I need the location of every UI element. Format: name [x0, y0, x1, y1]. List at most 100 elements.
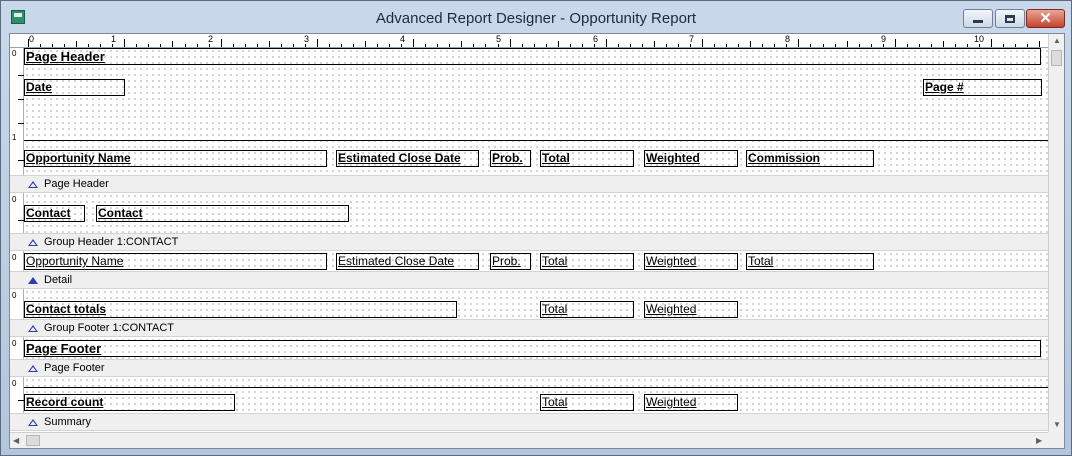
triangle-up-icon[interactable]: [28, 277, 38, 284]
ruler-tick: [18, 99, 24, 100]
ruler-tick: [690, 44, 692, 47]
horizontal-scroll-thumb[interactable]: [26, 435, 40, 446]
ruler-number: 0: [12, 49, 17, 58]
triangle-up-icon[interactable]: [28, 181, 38, 188]
summary-total-field[interactable]: Total: [540, 394, 634, 411]
detail-section-bar[interactable]: Detail: [10, 271, 1048, 289]
ruler-tick: [991, 39, 992, 47]
total-field[interactable]: Total: [540, 253, 634, 270]
date-field[interactable]: Date: [24, 79, 125, 96]
ruler-tick: [437, 44, 439, 47]
page-footer-title-field[interactable]: Page Footer: [24, 340, 1041, 357]
report-designer-icon[interactable]: [11, 10, 25, 24]
weighted-header-field[interactable]: Weighted: [644, 150, 738, 167]
total-header-field[interactable]: Total: [540, 150, 634, 167]
contact-value-field[interactable]: Contact: [96, 205, 349, 222]
group-footer-section-bar[interactable]: Group Footer 1:CONTACT: [10, 319, 1048, 337]
estimated-close-date-header-field[interactable]: Estimated Close Date: [336, 150, 479, 167]
ruler-tick: [18, 123, 24, 124]
ruler-tick: [738, 44, 740, 47]
triangle-up-icon[interactable]: [28, 239, 38, 246]
maximize-button[interactable]: [995, 9, 1025, 28]
ruler-tick: [76, 41, 78, 47]
vertical-ruler: 0: [10, 337, 24, 359]
scroll-left-arrow-icon[interactable]: ◀: [13, 436, 20, 445]
group-header-section-bar[interactable]: Group Header 1:CONTACT: [10, 233, 1048, 251]
ruler-tick: [521, 44, 523, 47]
page-footer-band[interactable]: 0 Page Footer: [10, 337, 1048, 359]
page-footer-section-bar[interactable]: Page Footer: [10, 359, 1048, 377]
ruler-tick: [702, 39, 704, 47]
weighted-field[interactable]: Weighted: [644, 253, 738, 270]
scroll-up-arrow-icon[interactable]: ▲: [1053, 36, 1061, 45]
estimated-close-date-field[interactable]: Estimated Close Date: [336, 253, 479, 270]
opportunity-name-field[interactable]: Opportunity Name: [24, 253, 327, 270]
ruler-tick: [786, 44, 788, 47]
ruler-tick: [353, 44, 354, 47]
scrollbar-corner: [1048, 432, 1064, 448]
prob-header-field[interactable]: Prob.: [490, 150, 531, 167]
group-footer-band[interactable]: 0 Contact totals Total Weighted: [10, 289, 1048, 319]
commission-total-field[interactable]: Total: [746, 253, 874, 270]
summary-weighted-field[interactable]: Weighted: [644, 394, 738, 411]
ruler-tick: [629, 44, 631, 47]
ruler-number: 0: [12, 253, 17, 262]
ruler-tick: [678, 44, 679, 47]
group-header-band[interactable]: 0 Contact Contact: [10, 193, 1048, 233]
ruler-tick: [292, 44, 294, 47]
ruler-number: 6: [593, 34, 599, 44]
ruler-number: 3: [304, 34, 310, 44]
ruler-tick: [256, 44, 258, 47]
ruler-tick: [497, 44, 499, 47]
horizontal-scrollbar[interactable]: ◀ ▶: [10, 432, 1048, 448]
ruler-tick: [473, 44, 475, 47]
ruler-tick: [882, 44, 884, 47]
ruler-tick: [533, 44, 535, 47]
record-count-field[interactable]: Record count: [24, 394, 235, 411]
report-canvas: 0 1 2 3 4 5 6 7 8 9 10 0 1 Page Header: [9, 33, 1065, 449]
summary-section-bar[interactable]: Summary: [10, 413, 1048, 431]
ruler-number: 7: [689, 34, 695, 44]
contact-label-field[interactable]: Contact: [24, 205, 85, 222]
summary-band[interactable]: 0 Record count Total Weighted: [10, 377, 1048, 413]
ruler-number: 0: [29, 34, 35, 44]
ruler-number: 10: [974, 34, 985, 44]
ruler-tick: [509, 39, 511, 47]
close-button[interactable]: ✕: [1026, 9, 1065, 28]
prob-field[interactable]: Prob.: [490, 253, 531, 270]
divider-line: [24, 140, 1048, 141]
ruler-tick: [28, 39, 29, 47]
vertical-scrollbar[interactable]: ▲ ▼: [1048, 34, 1064, 432]
ruler-tick: [726, 44, 728, 47]
minimize-button[interactable]: [963, 9, 993, 28]
title-bar[interactable]: Advanced Report Designer - Opportunity R…: [1, 1, 1071, 33]
page-header-section-bar[interactable]: Page Header: [10, 175, 1048, 193]
scroll-down-arrow-icon[interactable]: ▼: [1053, 420, 1061, 429]
ruler-number: 0: [12, 339, 17, 348]
group-weighted-field[interactable]: Weighted: [644, 301, 738, 318]
page-header-title-field[interactable]: Page Header: [24, 48, 1041, 65]
ruler-tick: [124, 39, 126, 47]
group-total-field[interactable]: Total: [540, 301, 634, 318]
ruler-tick: [413, 39, 415, 47]
scroll-right-arrow-icon[interactable]: ▶: [1036, 436, 1043, 445]
page-header-band[interactable]: 0 1 Page Header Date Page # Opportunity …: [10, 48, 1048, 175]
ruler-tick: [930, 44, 932, 47]
triangle-up-icon[interactable]: [28, 325, 38, 332]
opportunity-name-header-field[interactable]: Opportunity Name: [24, 150, 327, 167]
design-grid: [24, 48, 1048, 175]
ruler-tick: [979, 44, 980, 47]
page-number-field[interactable]: Page #: [923, 79, 1042, 96]
ruler-tick: [88, 44, 90, 47]
vertical-scroll-thumb[interactable]: [1051, 50, 1062, 66]
ruler-tick: [942, 41, 944, 47]
triangle-up-icon[interactable]: [28, 365, 38, 372]
contact-totals-field[interactable]: Contact totals: [24, 301, 457, 318]
ruler-tick: [136, 44, 138, 47]
maximize-icon: [1005, 14, 1015, 23]
triangle-up-icon[interactable]: [28, 419, 38, 426]
commission-header-field[interactable]: Commission: [746, 150, 874, 167]
detail-band[interactable]: 0 Opportunity Name Estimated Close Date …: [10, 251, 1048, 271]
ruler-tick: [485, 44, 487, 47]
ruler-number: 8: [785, 34, 791, 44]
